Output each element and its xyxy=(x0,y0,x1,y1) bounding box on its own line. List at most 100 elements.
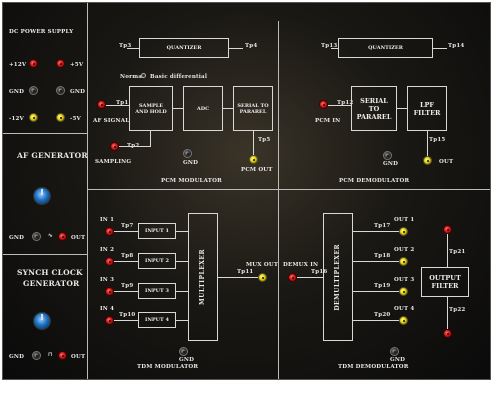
multiplexer-box: MULTIPLEXER xyxy=(188,213,218,341)
mode-basic-label: Basic differential xyxy=(150,74,208,80)
multiplexer-label: MULTIPLEXER xyxy=(199,249,206,305)
tp21-label: Tp21 xyxy=(449,249,466,255)
mode-normal-label: Normal xyxy=(120,74,145,80)
input2-box: INPUT 2 xyxy=(138,253,176,269)
tp16-label: Tp16 xyxy=(311,269,328,275)
tdm-mod-title: TDM MODULATOR xyxy=(137,364,199,370)
synch-title-2: GENERATOR xyxy=(23,279,80,288)
filter-in-socket[interactable] xyxy=(443,225,452,234)
pcm-in-socket[interactable] xyxy=(319,100,328,109)
pcm-demod-gnd-socket[interactable] xyxy=(383,151,392,160)
tp7-label: Tp7 xyxy=(121,223,134,229)
tdm-demod-gnd-socket[interactable] xyxy=(390,347,399,356)
out2-label: OUT 2 xyxy=(394,247,415,253)
out1-socket[interactable] xyxy=(399,227,408,236)
pcm-demod-gnd-label: GND xyxy=(383,161,399,167)
tp3-label: Tp3 xyxy=(119,43,132,49)
out2-socket[interactable] xyxy=(399,257,408,266)
pcm-in-label: PCM IN xyxy=(315,118,341,124)
in1-socket[interactable] xyxy=(105,227,114,236)
gnd-socket-dc2[interactable] xyxy=(56,86,65,95)
tp5-label: Tp5 xyxy=(258,137,271,143)
sampling-socket[interactable] xyxy=(110,142,119,151)
tp4-label: Tp4 xyxy=(245,43,258,49)
sample-hold-box: SAMPLE AND HOLD xyxy=(129,86,173,131)
pcm-out-socket[interactable] xyxy=(249,155,258,164)
out4-socket[interactable] xyxy=(399,316,408,325)
pcm-quantizer-box: QUANTIZER xyxy=(139,38,229,58)
divider-center xyxy=(278,21,279,379)
dc-title: DC POWER SUPPLY xyxy=(9,29,74,35)
trainer-board: DC POWER SUPPLY +12V +5V GND GND -12V -5… xyxy=(2,2,491,380)
lpf-box: LPF FILTER xyxy=(407,86,447,131)
demux-in-socket[interactable] xyxy=(288,273,297,282)
tp11-label: Tp11 xyxy=(237,269,254,275)
af-out-socket[interactable] xyxy=(58,232,67,241)
tdm-mod-gnd-socket[interactable] xyxy=(179,347,188,356)
pcm-demod-title: PCM DEMODULATOR xyxy=(339,178,410,184)
out3-socket[interactable] xyxy=(399,287,408,296)
mode-switch[interactable] xyxy=(141,73,146,78)
m12-socket[interactable] xyxy=(29,113,38,122)
in1-label: IN 1 xyxy=(100,217,115,223)
tp14-label: Tp14 xyxy=(448,43,465,49)
mux-out-socket[interactable] xyxy=(258,273,267,282)
m12-label: -12V xyxy=(9,116,25,122)
pcm-mod-gnd-label: GND xyxy=(183,160,199,166)
gnd-socket-dc1[interactable] xyxy=(29,86,38,95)
af-knob[interactable] xyxy=(33,187,51,205)
pcm-demod-out-label: OUT xyxy=(439,159,454,165)
serial-box: SERIAL TO PARAREL xyxy=(233,86,273,131)
tp10-label: Tp10 xyxy=(119,312,136,318)
tp12-label: Tp12 xyxy=(337,100,354,106)
input4-box: INPUT 4 xyxy=(138,312,176,328)
filter-out-socket[interactable] xyxy=(443,329,452,338)
af-signal-label: AF SIGNAL xyxy=(93,118,130,124)
pcm-demod-serial-box: SERIAL TO PARAREL xyxy=(351,86,397,131)
p12-label: +12V xyxy=(9,62,27,68)
out1-label: OUT 1 xyxy=(394,217,415,223)
tdm-mod-gnd-label: GND xyxy=(179,357,195,363)
tp20-label: Tp20 xyxy=(374,312,391,318)
p5-label: +5V xyxy=(70,62,84,68)
p5-socket[interactable] xyxy=(56,59,65,68)
demux-in-label: DEMUX IN xyxy=(283,262,319,268)
af-title: AF GENERATOR xyxy=(17,151,88,160)
gnd-label-dc: GND xyxy=(9,89,25,95)
p12-socket[interactable] xyxy=(29,59,38,68)
synch-out-label: OUT xyxy=(71,354,86,360)
in4-label: IN 4 xyxy=(100,306,115,312)
output-filter-box: OUTPUT FILTER xyxy=(421,267,469,297)
divider-mid xyxy=(87,189,490,190)
m5-label: -5V xyxy=(70,116,81,122)
mux-out-label: MUX OUT xyxy=(246,262,279,268)
synch-gnd-socket[interactable] xyxy=(32,351,41,360)
tp13-label: Tp13 xyxy=(321,43,338,49)
synch-out-socket[interactable] xyxy=(58,351,67,360)
input3-box: INPUT 3 xyxy=(138,283,176,299)
gnd-label-dc2: GND xyxy=(70,89,86,95)
divider-left-1 xyxy=(3,133,87,134)
tdm-demod-title: TDM DEMODULATOR xyxy=(338,364,409,370)
square-wave-icon: ⊓ xyxy=(48,352,53,358)
in4-socket[interactable] xyxy=(105,316,114,325)
in2-socket[interactable] xyxy=(105,257,114,266)
sine-icon: ∿ xyxy=(48,233,53,239)
pcm-mod-gnd-socket[interactable] xyxy=(183,149,192,158)
synch-knob[interactable] xyxy=(33,312,51,330)
tp8-label: Tp8 xyxy=(121,253,134,259)
synch-gnd-label: GND xyxy=(9,354,25,360)
divider-left-2 xyxy=(3,254,87,255)
m5-socket[interactable] xyxy=(56,113,65,122)
af-signal-socket[interactable] xyxy=(97,100,106,109)
in2-label: IN 2 xyxy=(100,247,115,253)
demultiplexer-box: DEMULTIPLEXER xyxy=(323,213,353,341)
tp18-label: Tp18 xyxy=(374,253,391,259)
synch-title-1: SYNCH CLOCK xyxy=(17,268,83,277)
pcm-demod-quantizer-box: QUANTIZER xyxy=(338,38,433,58)
af-gnd-socket[interactable] xyxy=(32,232,41,241)
pcm-demod-out-socket[interactable] xyxy=(423,156,432,165)
tdm-demod-gnd-label: GND xyxy=(390,357,406,363)
in3-socket[interactable] xyxy=(105,287,114,296)
adc-box: ADC xyxy=(183,86,223,131)
